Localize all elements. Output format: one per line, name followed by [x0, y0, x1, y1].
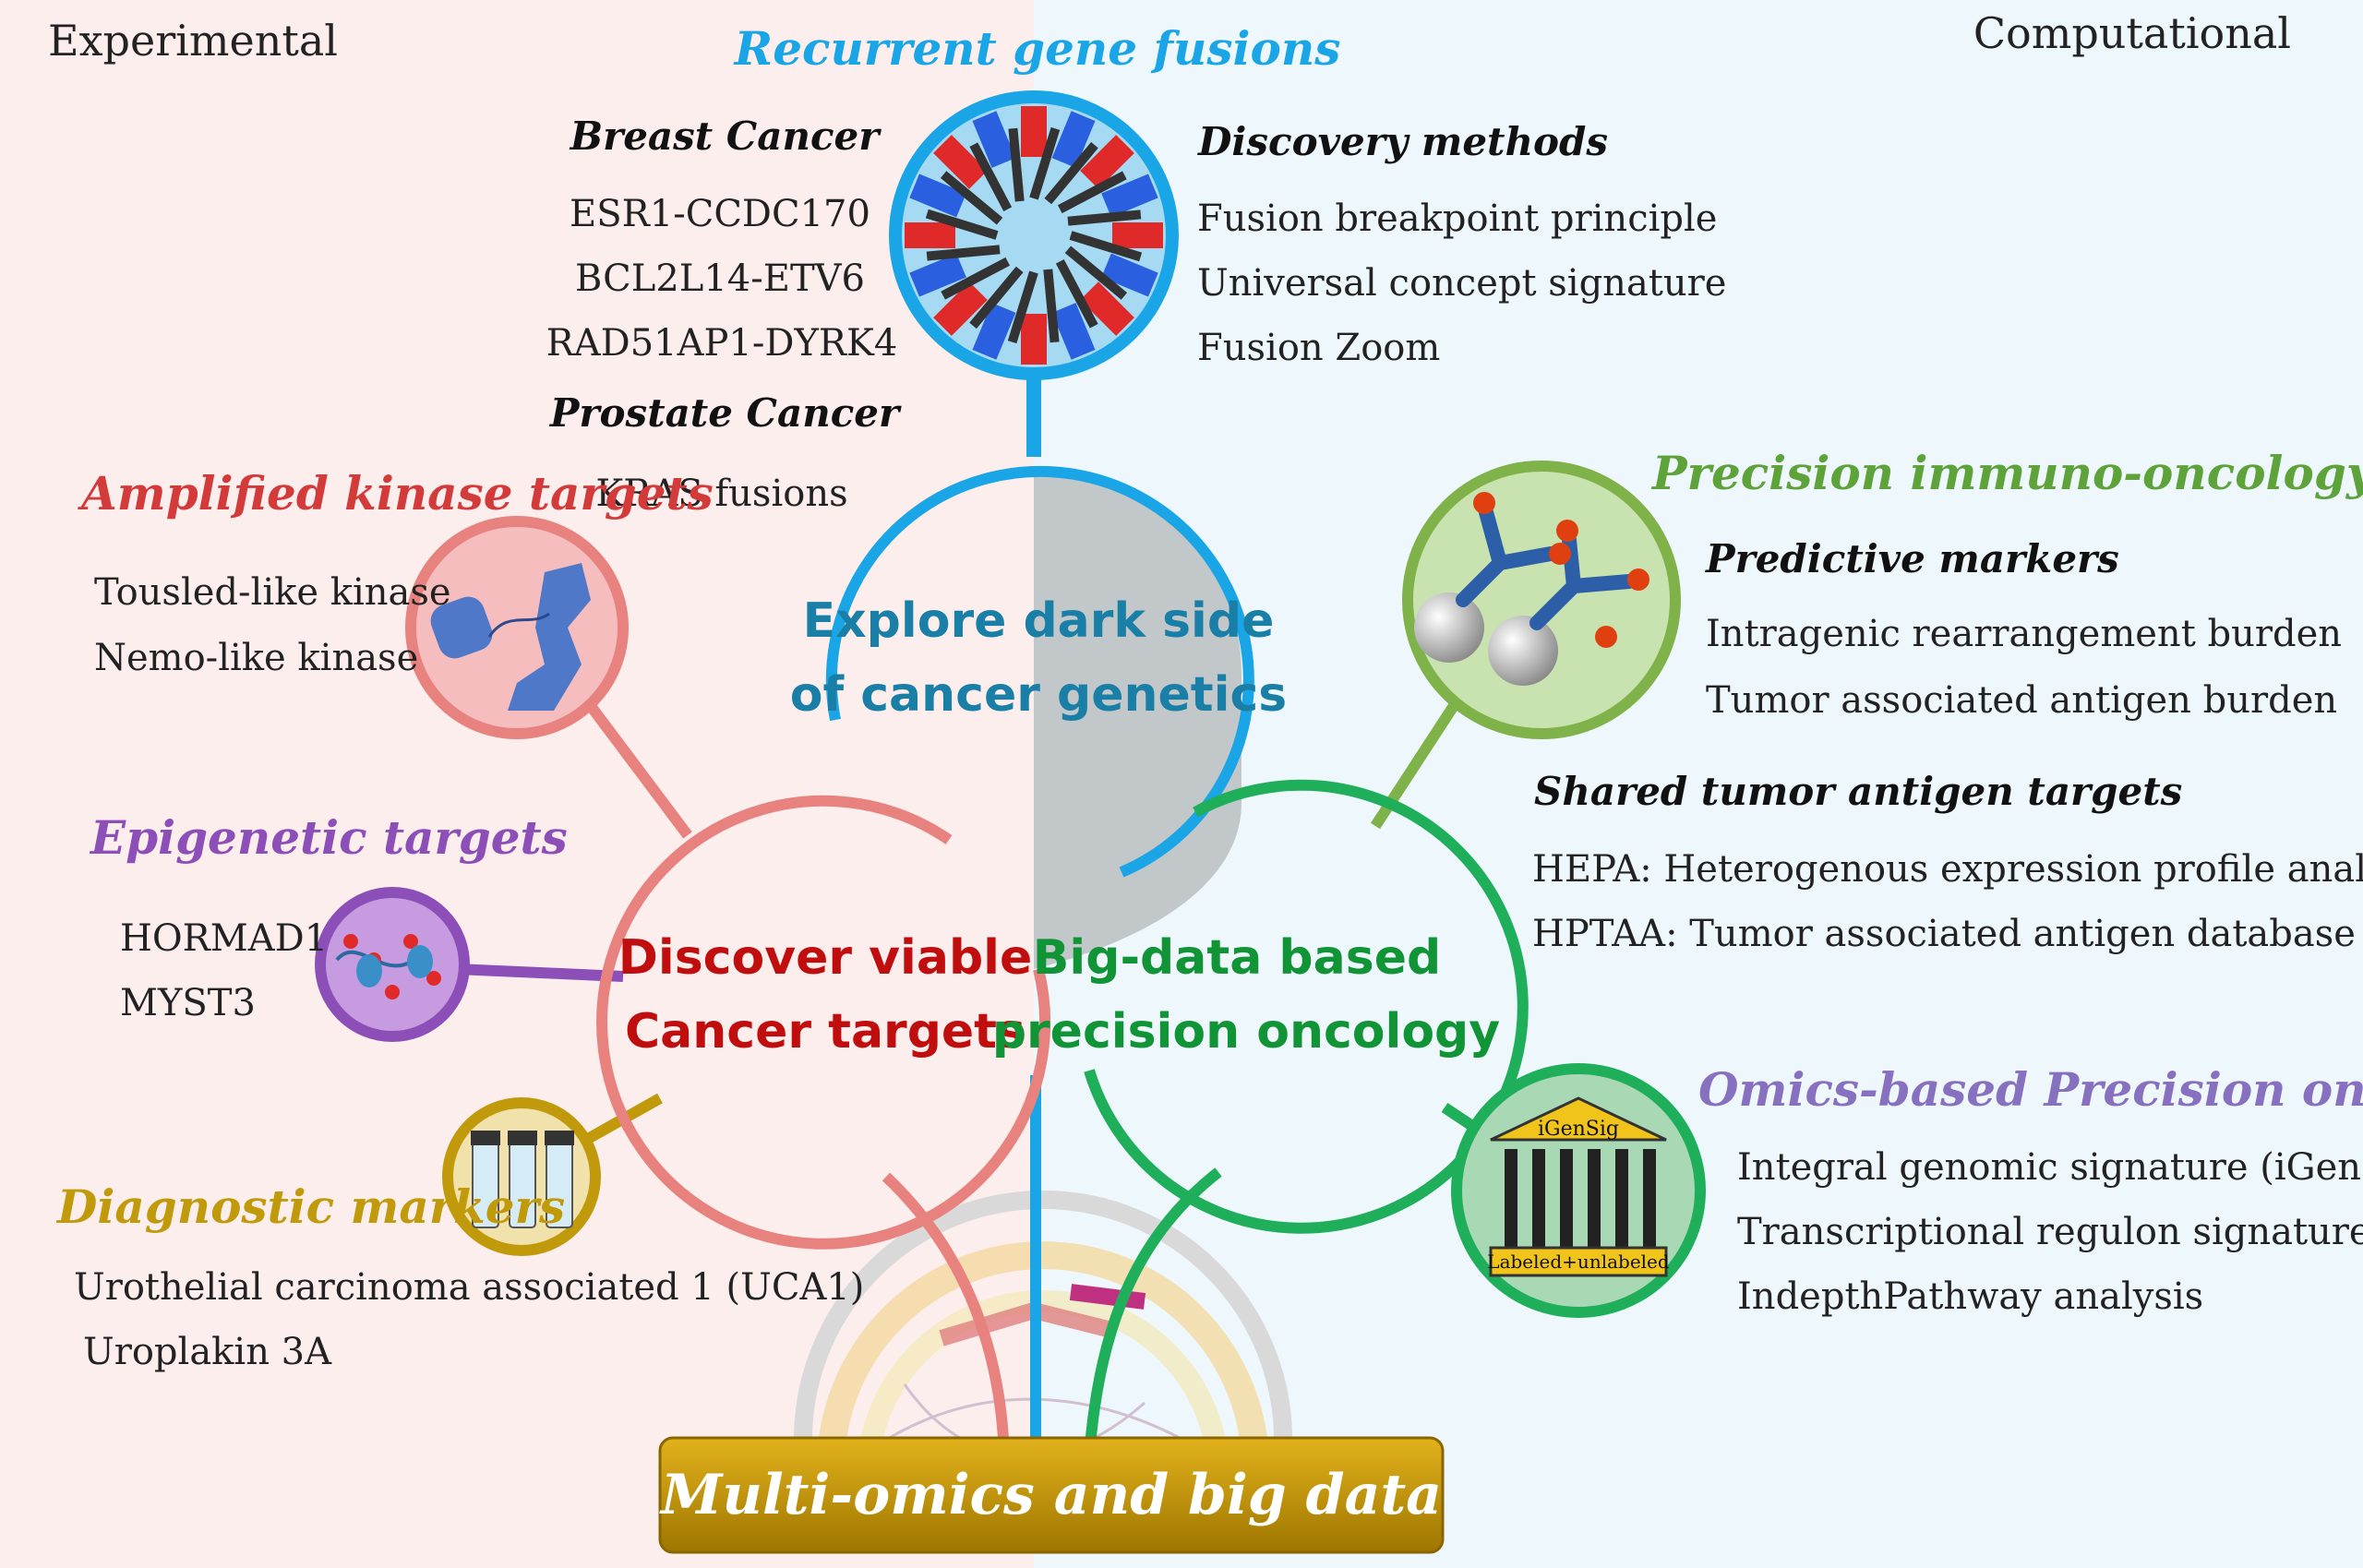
connector-left-base — [882, 1172, 1010, 1459]
heading-shared-antigen: Shared tumor antigen targets — [1534, 769, 2182, 814]
base-banner-label: Multi-omics and big data — [659, 1463, 1442, 1527]
fusion-arrow — [1044, 141, 1098, 205]
kinase-item-1: Tousled-like kinase — [94, 571, 451, 614]
kinase-item-2: Nemo-like kinase — [94, 637, 418, 679]
hub-right-line-2: precision oncology — [992, 1004, 1500, 1059]
fusion-ray — [972, 111, 1016, 168]
fusion-ray — [972, 303, 1016, 360]
predictive-item-1: Intragenic rearrangement burden — [1706, 613, 2342, 655]
shared-item-2: HPTAA: Tumor associated antigen database — [1532, 913, 2356, 955]
fusion-arrow — [1008, 127, 1025, 202]
prostate-item-1: KRAS fusions — [595, 473, 847, 515]
fusion-ray — [1112, 222, 1163, 248]
kinase-icon — [405, 516, 629, 739]
breast-item-3: RAD51AP1-DYRK4 — [546, 322, 898, 365]
hub-explore-dark-side: Explore dark side of cancer genetics — [790, 465, 1287, 969]
fusion-arrow — [1069, 231, 1143, 262]
method-item-3: Fusion Zoom — [1197, 327, 1440, 369]
heading-prostate-cancer: Prostate Cancer — [549, 390, 902, 436]
fusion-arrow — [1007, 270, 1038, 344]
hub-right-line-1: Big-data based — [1033, 930, 1441, 986]
fusion-arrow — [1043, 269, 1060, 343]
base-banner: Multi-omics and big data — [658, 1436, 1445, 1554]
fusion-arrow — [969, 142, 1013, 212]
omics-item-1: Integral genomic signature (iGenSig) — [1737, 1146, 2363, 1189]
corner-label-computational: Computational — [1973, 8, 2291, 58]
fusion-arrow — [940, 171, 1003, 225]
method-item-1: Fusion breakpoint principle — [1197, 197, 1717, 240]
gene-fusion-icon — [889, 90, 1179, 380]
method-item-2: Universal concept signature — [1197, 262, 1726, 305]
diagnostic-icon — [442, 1097, 601, 1256]
heading-breast-cancer: Breast Cancer — [570, 114, 882, 159]
section-title-kinase: Amplified kinase targets — [78, 466, 714, 521]
section-title-gene-fusions: Recurrent gene fusions — [733, 21, 1341, 76]
omics-icon-bottom-label: Labeled+unlabeled — [1487, 1251, 1670, 1273]
fusion-ray — [1021, 106, 1047, 157]
fusion-arrow — [926, 245, 1001, 261]
computational-background — [1034, 0, 2363, 1568]
fusion-arrow — [925, 209, 999, 240]
hub-left-line-1: Discover viable — [618, 930, 1033, 986]
shared-item-1: HEPA: Heterogenous expression profile an… — [1532, 848, 2363, 891]
fusion-ray — [933, 281, 988, 336]
fusion-arrow — [1055, 258, 1098, 329]
section-title-diagnostic: Diagnostic markers — [55, 1179, 565, 1234]
omics-item-2: Transcriptional regulon signature — [1737, 1211, 2363, 1253]
section-title-omics: Omics-based Precision oncology — [1698, 1062, 2363, 1117]
epigenetic-item-2: MYST3 — [120, 982, 256, 1024]
connector-epigenetic — [456, 964, 624, 982]
fusion-ray — [933, 135, 988, 189]
breast-item-1: ESR1-CCDC170 — [570, 193, 870, 235]
section-title-epigenetic: Epigenetic targets — [89, 810, 568, 865]
fusion-arrow — [1057, 171, 1127, 214]
fusion-ray — [1051, 111, 1096, 168]
fusion-arrow — [1029, 126, 1061, 200]
fusion-arrow — [1067, 209, 1142, 226]
breast-item-2: BCL2L14-ETV6 — [575, 257, 865, 300]
fusion-ray — [909, 253, 966, 297]
fusion-arrow — [1064, 245, 1128, 300]
experimental-background — [0, 0, 1034, 1568]
omics-item-3: IndepthPathway analysis — [1737, 1275, 2203, 1318]
hub-discover-targets: Discover viable Cancer targets — [596, 795, 1050, 1250]
section-title-immuno: Precision immuno-oncology — [1650, 446, 2363, 500]
fusion-ray — [1080, 135, 1134, 189]
heading-discovery-methods: Discovery methods — [1197, 119, 1608, 164]
hub-top-line-1: Explore dark side — [803, 593, 1275, 649]
epigenetic-item-1: HORMAD1 — [120, 917, 328, 960]
connector-kinase — [586, 702, 692, 839]
diagnostic-item-1: Urothelial carcinoma associated 1 (UCA1) — [74, 1266, 864, 1309]
fusion-ray — [1051, 303, 1096, 360]
fusion-ray — [1021, 314, 1047, 365]
epigenetic-icon — [315, 887, 470, 1042]
immuno-oncology-icon — [1402, 461, 1681, 739]
fusion-ray — [1101, 174, 1158, 218]
fusion-ray — [1101, 253, 1158, 297]
fusion-arrow — [941, 257, 1011, 300]
omics-icon-top-label: iGenSig — [1538, 1118, 1619, 1141]
omics-icon: iGenSig Labeled+unlabeled — [1451, 1063, 1706, 1318]
hub-top-line-2: of cancer genetics — [790, 667, 1287, 723]
fusion-ray — [909, 174, 966, 218]
fusion-ray — [1080, 281, 1134, 336]
predictive-item-2: Tumor associated antigen burden — [1706, 679, 2337, 722]
diagnostic-item-2: Uroplakin 3A — [83, 1331, 332, 1373]
hub-left-line-2: Cancer targets — [625, 1004, 1026, 1059]
fusion-ray — [905, 222, 955, 248]
corner-label-experimental: Experimental — [48, 16, 338, 66]
heading-predictive-markers: Predictive markers — [1705, 536, 2119, 581]
fusion-arrow — [969, 266, 1024, 329]
